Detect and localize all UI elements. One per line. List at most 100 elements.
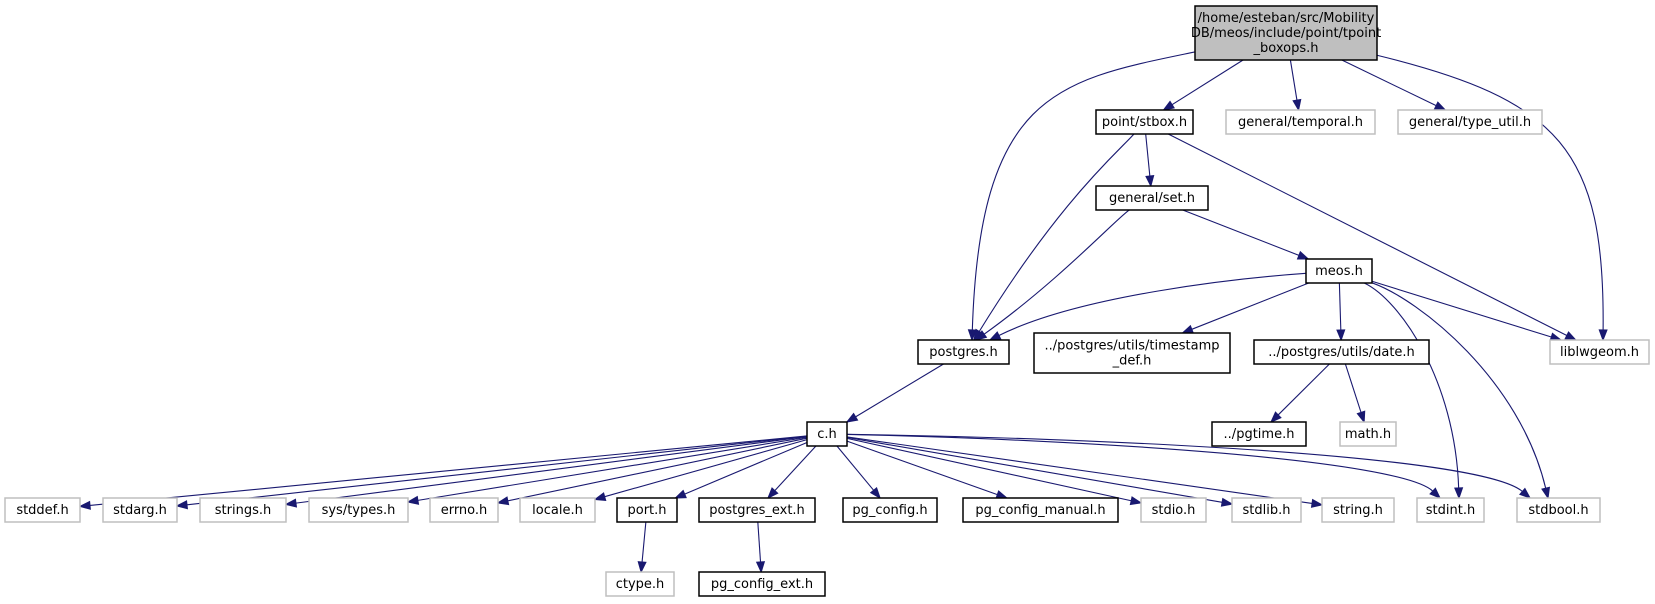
node-pgtime[interactable]: ../pgtime.h (1211, 421, 1307, 447)
node-liblwgeom: liblwgeom.h (1549, 339, 1650, 365)
node-timestamp_def[interactable]: ../postgres/utils/timestamp_def.h (1033, 332, 1231, 374)
edge-c-to-errno-line (507, 437, 808, 502)
node-pg_config-label: pg_config.h (852, 503, 927, 518)
node-timestamp_def-box (1033, 332, 1231, 374)
edge-c-to-port-arrowhead (673, 489, 687, 499)
node-liblwgeom-box (1549, 339, 1650, 365)
node-errno-label: errno.h (441, 503, 488, 518)
node-errno: errno.h (429, 497, 499, 523)
node-locale-label: locale.h (532, 503, 583, 518)
edge-c-to-stddef (78, 435, 808, 510)
edge-root-to-postgres-line (971, 51, 1196, 331)
edge-meos-to-stdbool-line (1371, 282, 1547, 489)
node-meos[interactable]: meos.h (1305, 258, 1373, 284)
edge-c-to-locale-line (604, 439, 808, 498)
node-stddef: stddef.h (4, 497, 81, 523)
node-stdarg-box (102, 497, 178, 523)
edge-c-to-strings-arrowhead (284, 498, 298, 508)
node-port-label: port.h (627, 503, 666, 518)
edge-root-to-temporal-arrowhead (1292, 98, 1302, 112)
edge-root-to-liblwgeom-line (1376, 54, 1604, 331)
node-stbox[interactable]: point/stbox.h (1095, 109, 1194, 135)
edge-c-to-stdarg (175, 435, 808, 510)
edge-c-to-strings (284, 436, 808, 508)
node-stdbool: stdbool.h (1516, 497, 1601, 523)
node-stddef-label: stddef.h (16, 503, 68, 518)
edge-c-to-postgres_ext-arrowhead (767, 487, 779, 500)
node-meos-label: meos.h (1315, 264, 1363, 279)
node-pg_config_manual[interactable]: pg_config_manual.h (962, 497, 1119, 523)
edge-c-to-stdint (846, 433, 1442, 500)
edge-stbox-to-postgres-line (978, 133, 1135, 332)
edge-meos-to-timestamp_def-arrowhead (1181, 324, 1194, 334)
node-stbox-box (1095, 109, 1194, 135)
node-date[interactable]: ../postgres/utils/date.h (1253, 339, 1430, 365)
node-root: /home/esteban/src/MobilityDB/meos/includ… (1191, 5, 1381, 61)
node-stdio: stdio.h (1140, 497, 1207, 523)
edge-set-to-meos (1182, 209, 1310, 260)
node-locale-box (519, 497, 596, 523)
edge-root-to-type_util-line (1341, 59, 1437, 107)
node-stdio-box (1140, 497, 1207, 523)
edge-postgres_ext-to-pg_config_ext-line (757, 521, 762, 563)
node-stdarg: stdarg.h (102, 497, 178, 523)
edge-c-to-string-line (846, 436, 1313, 504)
edge-meos-to-stdint-arrowhead (1454, 487, 1464, 500)
edge-meos-to-date-arrowhead (1336, 329, 1346, 342)
edge-postgres_ext-to-pg_config_ext (755, 521, 766, 574)
node-c[interactable]: c.h (806, 421, 848, 447)
edge-meos-to-liblwgeom (1371, 280, 1563, 342)
edge-c-to-pg_config (836, 445, 882, 500)
node-pg_config[interactable]: pg_config.h (842, 497, 938, 523)
edge-c-to-stdint-arrowhead (1429, 487, 1442, 500)
node-stdbool-box (1516, 497, 1601, 523)
node-postgres[interactable]: postgres.h (917, 339, 1010, 365)
edge-stbox-to-liblwgeom-line (1167, 133, 1568, 336)
node-set[interactable]: general/set.h (1095, 185, 1209, 211)
node-root-label: /home/esteban/src/Mobility (1198, 11, 1375, 26)
node-strings-label: strings.h (215, 503, 271, 518)
edge-root-to-liblwgeom (1376, 54, 1608, 342)
node-temporal-label: general/temporal.h (1238, 115, 1363, 130)
node-temporal-box (1225, 109, 1376, 135)
node-port[interactable]: port.h (616, 497, 678, 523)
edge-layer (78, 51, 1608, 574)
edge-c-to-pg_config-line (836, 445, 875, 491)
edge-c-to-stdio-arrowhead (1129, 496, 1143, 506)
node-locale: locale.h (519, 497, 596, 523)
node-string: string.h (1321, 497, 1395, 523)
edge-root-to-postgres (967, 51, 1196, 342)
edge-c-to-systypes-arrowhead (406, 495, 420, 505)
edge-meos-to-date (1336, 282, 1346, 342)
edge-stbox-to-liblwgeom (1167, 133, 1578, 341)
node-stdarg-label: stdarg.h (113, 503, 167, 518)
edge-c-to-postgres_ext-line (774, 445, 817, 492)
node-stdlib: stdlib.h (1231, 497, 1302, 523)
node-date-box (1253, 339, 1430, 365)
edge-port-to-ctype-line (641, 521, 647, 563)
edge-stbox-to-set-arrowhead (1145, 175, 1155, 188)
edge-c-to-stdbool-arrowhead (1519, 487, 1532, 500)
node-systypes-box (308, 497, 409, 523)
node-postgres_ext[interactable]: postgres_ext.h (698, 497, 816, 523)
edge-set-to-postgres (974, 209, 1130, 341)
node-root-label: DB/meos/include/point/tpoint (1191, 26, 1381, 41)
node-date-label: ../postgres/utils/date.h (1268, 345, 1415, 360)
edge-stbox-to-postgres (973, 133, 1135, 342)
edge-set-to-postgres-line (983, 209, 1130, 335)
node-pg_config_ext[interactable]: pg_config_ext.h (698, 571, 826, 597)
edge-stbox-to-set (1145, 133, 1155, 188)
node-root-label: _boxops.h (1253, 41, 1319, 56)
node-math-label: math.h (1345, 427, 1391, 442)
edge-c-to-systypes (406, 436, 808, 505)
edge-root-to-temporal-line (1289, 59, 1298, 101)
edge-date-to-pgtime-line (1277, 363, 1330, 416)
edge-set-to-postgres-arrowhead (974, 330, 988, 341)
edge-root-to-liblwgeom-arrowhead (1598, 329, 1608, 342)
edge-c-to-locale-arrowhead (593, 492, 607, 501)
edge-root-to-postgres-arrowhead (967, 329, 977, 342)
edge-meos-to-postgres (988, 272, 1307, 341)
node-ctype: ctype.h (605, 571, 675, 597)
edge-meos-to-stdbool (1371, 282, 1551, 500)
node-c-label: c.h (817, 427, 837, 442)
